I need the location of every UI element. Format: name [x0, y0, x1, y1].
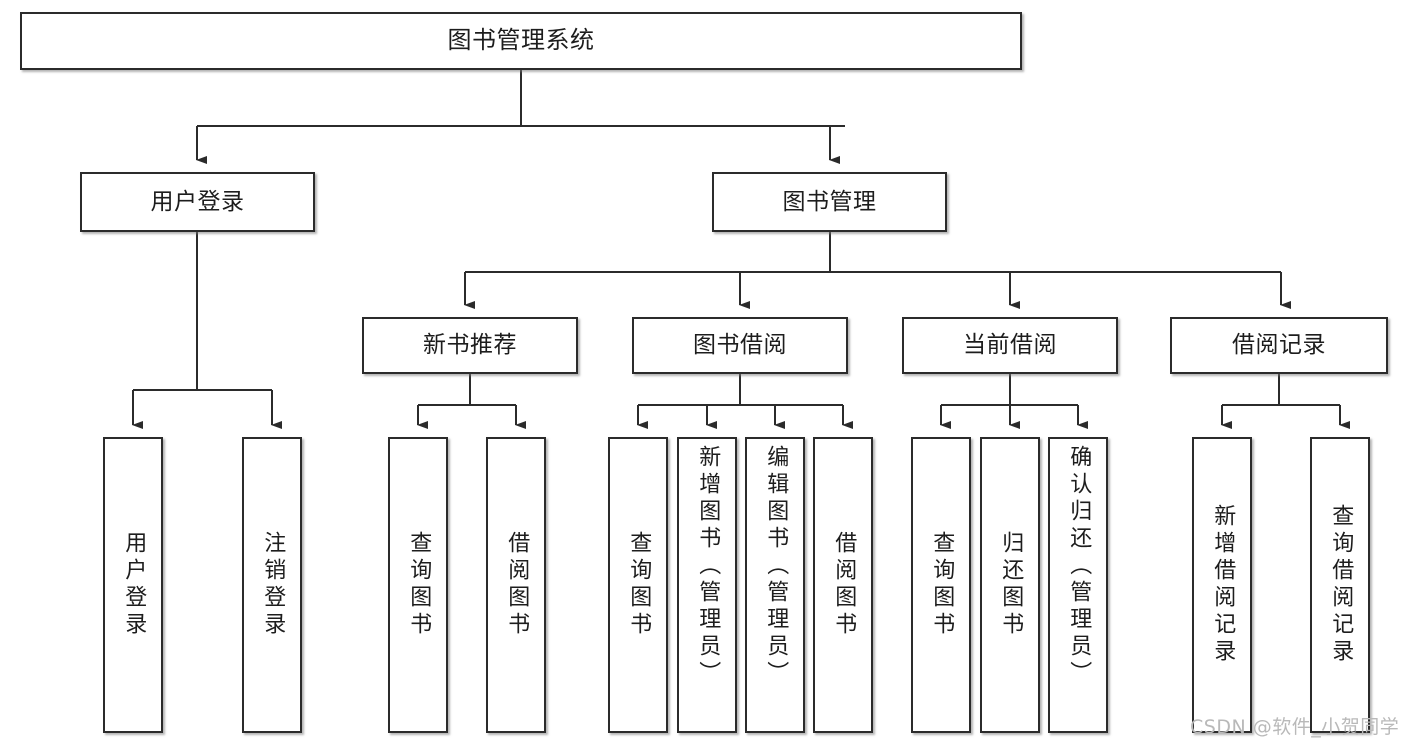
node-label: 借阅图书 — [504, 531, 530, 639]
node-borrow-record[interactable]: 借阅记录 — [1170, 317, 1388, 374]
node-label: 确认归还（管理员） — [1066, 445, 1092, 688]
node-label: 注销登录 — [260, 531, 286, 639]
leaf-book-borrow-query-book[interactable]: 查询图书 — [608, 437, 668, 733]
node-label: 新书推荐 — [423, 332, 517, 359]
node-book-management[interactable]: 图书管理 — [712, 172, 947, 232]
csdn-watermark: CSDN @软件_小贺同学 — [1190, 716, 1400, 738]
leaf-new-book-query-book[interactable]: 查询图书 — [388, 437, 448, 733]
node-label: 查询图书 — [929, 531, 955, 639]
node-current-borrow[interactable]: 当前借阅 — [902, 317, 1118, 374]
leaf-current-borrow-return-book[interactable]: 归还图书 — [980, 437, 1040, 733]
node-label: 查询图书 — [626, 531, 652, 639]
node-label: 借阅记录 — [1232, 332, 1326, 359]
node-new-book-recommend[interactable]: 新书推荐 — [362, 317, 578, 374]
node-label: 图书管理系统 — [447, 26, 595, 55]
leaf-new-book-borrow-book[interactable]: 借阅图书 — [486, 437, 546, 733]
leaf-user-login-login[interactable]: 用户登录 — [103, 437, 163, 733]
leaf-current-borrow-confirm-return-admin[interactable]: 确认归还（管理员） — [1048, 437, 1108, 733]
node-label: 用户登录 — [150, 188, 245, 215]
leaf-book-borrow-add-book-admin[interactable]: 新增图书（管理员） — [677, 437, 737, 733]
node-label: 新增图书（管理员） — [695, 445, 721, 688]
node-root-book-management-system[interactable]: 图书管理系统 — [20, 12, 1022, 70]
node-user-login[interactable]: 用户登录 — [80, 172, 315, 232]
node-label: 查询图书 — [406, 531, 432, 639]
leaf-borrow-record-add-record[interactable]: 新增借阅记录 — [1192, 437, 1252, 733]
node-label: 编辑图书（管理员） — [763, 445, 789, 688]
leaf-book-borrow-borrow-book[interactable]: 借阅图书 — [813, 437, 873, 733]
leaf-borrow-record-query-record[interactable]: 查询借阅记录 — [1310, 437, 1370, 733]
node-book-borrow[interactable]: 图书借阅 — [632, 317, 848, 374]
node-label: 借阅图书 — [831, 531, 857, 639]
node-label: 新增借阅记录 — [1210, 504, 1236, 666]
node-label: 归还图书 — [998, 531, 1024, 639]
node-label: 用户登录 — [121, 531, 147, 639]
node-label: 图书管理 — [782, 188, 877, 215]
node-label: 查询借阅记录 — [1328, 504, 1354, 666]
leaf-user-login-logout[interactable]: 注销登录 — [242, 437, 302, 733]
node-label: 图书借阅 — [693, 332, 787, 359]
node-label: 当前借阅 — [963, 332, 1057, 359]
leaf-book-borrow-edit-book-admin[interactable]: 编辑图书（管理员） — [745, 437, 805, 733]
leaf-current-borrow-query-book[interactable]: 查询图书 — [911, 437, 971, 733]
